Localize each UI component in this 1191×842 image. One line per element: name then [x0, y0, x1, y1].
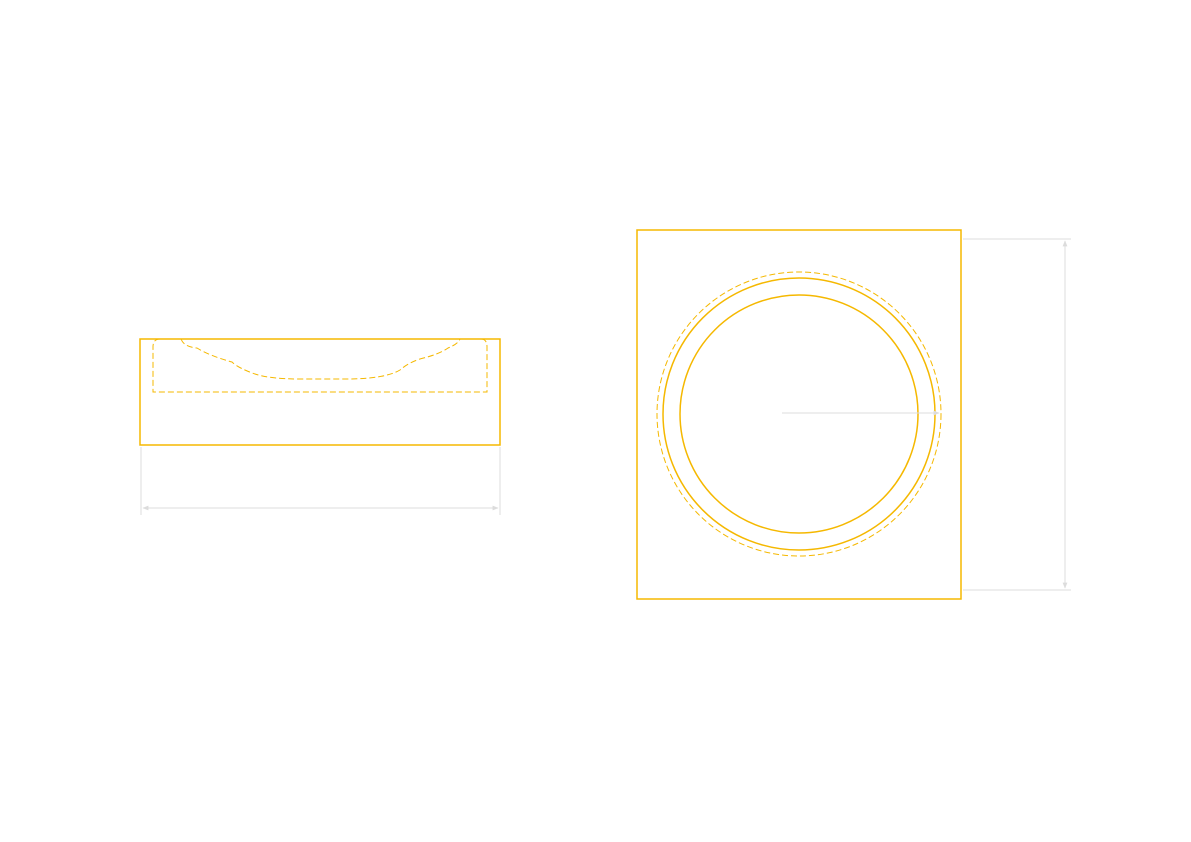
top-view	[636, 229, 1071, 600]
top-view-outer-circle	[662, 277, 936, 551]
side-view-hidden-recess	[152, 338, 488, 393]
side-view	[139, 338, 501, 515]
top-view-outline	[636, 229, 962, 600]
side-view-outline	[139, 338, 501, 446]
top-view-inner-circle	[679, 294, 919, 534]
top-view-hidden-circle	[656, 271, 942, 557]
